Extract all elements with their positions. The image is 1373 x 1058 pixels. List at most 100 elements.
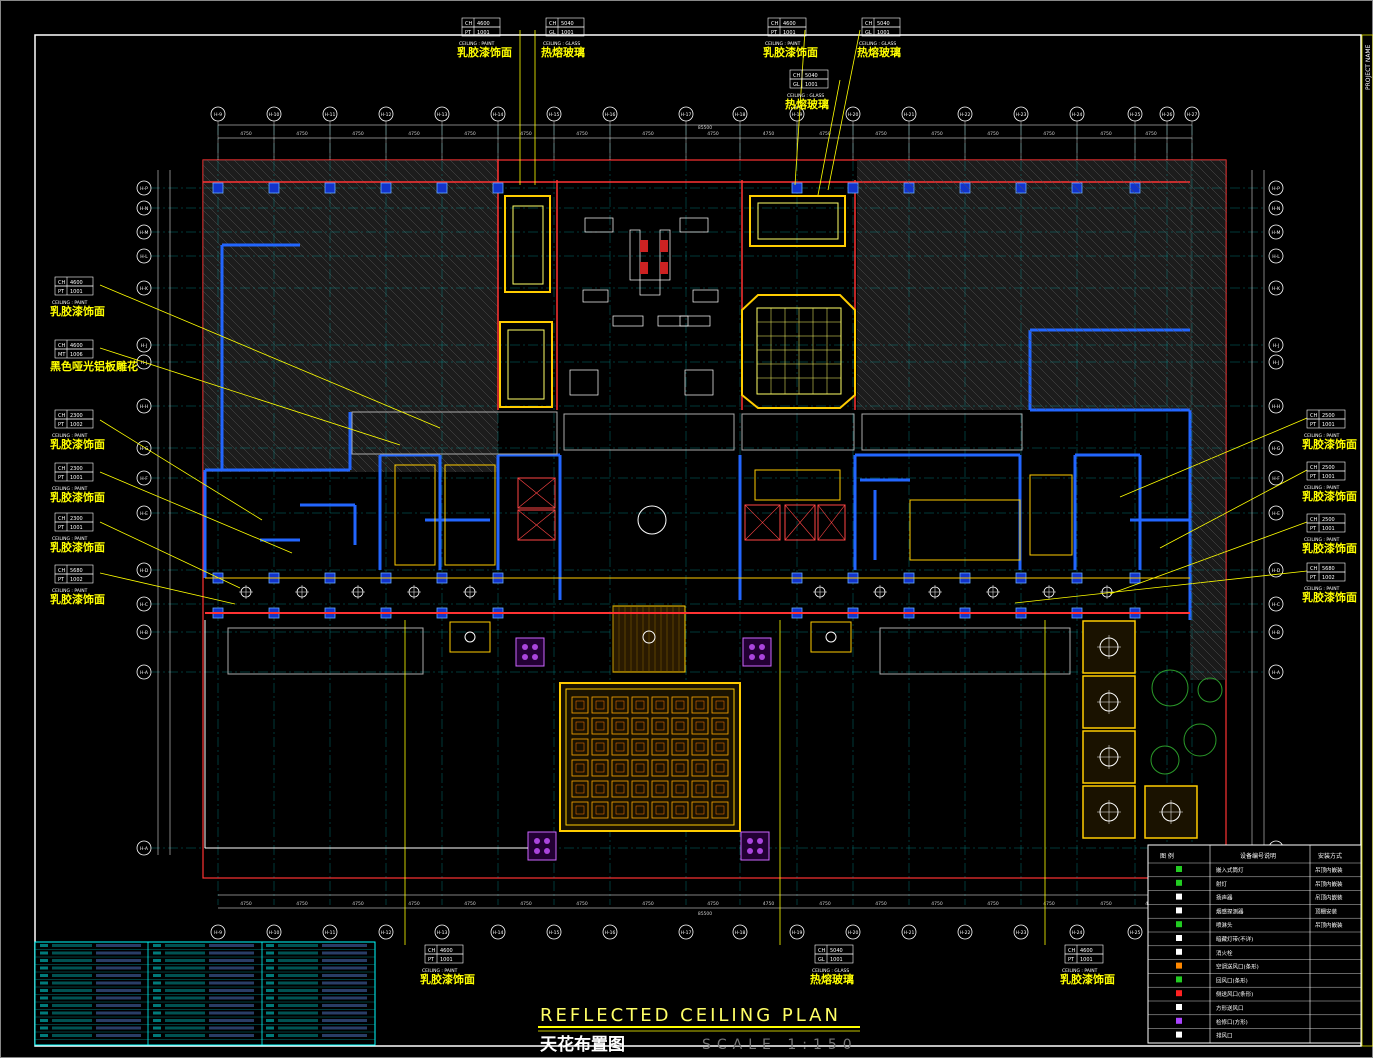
coffer-inner bbox=[615, 763, 625, 773]
legend-symbol bbox=[1176, 1031, 1182, 1038]
coffer bbox=[571, 738, 589, 756]
dim-value: 4750 bbox=[576, 131, 588, 137]
coffer-inner bbox=[635, 700, 645, 710]
legend-desc: 扬声器 bbox=[1216, 894, 1233, 902]
light-box bbox=[449, 621, 491, 653]
tag-spec: CEILING : PAINT bbox=[1304, 433, 1340, 439]
dim-value: 4750 bbox=[352, 131, 364, 137]
tag-material: 乳胶漆饰面 bbox=[1060, 972, 1115, 986]
axis-right-label: H-G bbox=[1272, 446, 1281, 452]
diffuser-vent bbox=[532, 644, 538, 650]
furniture bbox=[629, 229, 641, 281]
index-cell bbox=[153, 966, 161, 970]
index-cell bbox=[266, 1034, 274, 1037]
leader-line bbox=[99, 284, 441, 429]
tag-spec: CEILING : GLASS bbox=[787, 93, 824, 99]
hatch bbox=[260, 160, 498, 398]
axis-bottom-label: H-9 bbox=[214, 930, 222, 936]
index-cell bbox=[96, 996, 141, 1000]
furniture bbox=[639, 279, 661, 296]
dim-value: 4750 bbox=[296, 901, 308, 907]
index-cell bbox=[165, 989, 205, 992]
dim-value: 4750 bbox=[408, 901, 420, 907]
index-cell bbox=[96, 966, 141, 970]
axis-top-label: H-9 bbox=[214, 112, 222, 118]
tag-ch-key: CH bbox=[58, 413, 65, 419]
title-english: REFLECTED CEILING PLAN bbox=[540, 1005, 841, 1026]
hatch bbox=[203, 254, 421, 472]
index-cell bbox=[165, 944, 205, 947]
coffer bbox=[651, 780, 669, 798]
legend-desc: 空调送风口(条形) bbox=[1216, 963, 1259, 971]
tag-code-box bbox=[861, 26, 901, 37]
axis-bottom-circle bbox=[378, 924, 394, 940]
dim-value: 4750 bbox=[763, 901, 775, 907]
tag-code-box bbox=[54, 471, 94, 482]
axis-top-label: H-13 bbox=[437, 112, 448, 118]
legend-symbol bbox=[1176, 879, 1182, 886]
tag-code-box bbox=[1306, 470, 1346, 481]
coffer bbox=[631, 717, 649, 735]
index-cell bbox=[322, 989, 367, 992]
coffer-inner bbox=[635, 742, 645, 752]
coffer bbox=[611, 759, 629, 777]
tag-material: 黑色哑光铝板雕花 bbox=[50, 359, 138, 373]
index-cell bbox=[266, 981, 274, 985]
tag-ch-key: CH bbox=[1310, 413, 1317, 419]
tag-ch-value: 5680 bbox=[1322, 566, 1335, 572]
axis-right-label: H-J bbox=[1273, 343, 1280, 349]
hatch bbox=[278, 160, 498, 380]
hatch bbox=[203, 398, 277, 472]
axis-top-label: H-18 bbox=[735, 112, 746, 118]
downlight bbox=[642, 630, 656, 644]
dim-value: 4750 bbox=[520, 901, 532, 907]
axis-left-circle bbox=[136, 505, 152, 521]
index-cell bbox=[52, 1019, 92, 1022]
axis-left-circle bbox=[136, 280, 152, 296]
coffer-inner bbox=[655, 763, 665, 773]
tag-ch-key: CH bbox=[771, 21, 778, 27]
index-cell bbox=[209, 951, 254, 955]
coffer bbox=[691, 780, 709, 798]
hatch bbox=[404, 160, 498, 254]
hatch bbox=[368, 160, 498, 290]
axis-bottom-circle bbox=[1069, 924, 1085, 940]
coffer bbox=[571, 717, 589, 735]
axis-bottom-label: H-21 bbox=[904, 930, 915, 936]
axis-bottom-circle bbox=[732, 924, 748, 940]
hatch bbox=[957, 160, 1227, 680]
tag-code-value: 1001 bbox=[477, 30, 490, 36]
air-diffuser bbox=[742, 637, 772, 667]
coffer-inner bbox=[655, 805, 665, 815]
column bbox=[1015, 182, 1027, 194]
hatch bbox=[203, 245, 430, 472]
coffer-inner bbox=[675, 742, 685, 752]
hatch bbox=[224, 160, 498, 434]
column bbox=[436, 182, 448, 194]
hatch bbox=[440, 160, 498, 218]
coffer-inner bbox=[595, 763, 605, 773]
index-cell bbox=[165, 981, 205, 985]
dim-overall: 85500 bbox=[698, 911, 712, 917]
dim-value: 4750 bbox=[240, 901, 252, 907]
chair-red bbox=[640, 240, 648, 252]
tag-code-value: 1001 bbox=[1322, 422, 1335, 428]
tag-code-box bbox=[54, 285, 94, 296]
tag-ch-value: 2300 bbox=[70, 466, 83, 472]
elevator-x bbox=[744, 504, 781, 541]
index-cell bbox=[96, 1011, 141, 1015]
hatch bbox=[1002, 160, 1227, 680]
tag-code-key: PT bbox=[58, 422, 65, 428]
coffer bbox=[711, 759, 729, 777]
legend-header-mount: 安装方式 bbox=[1318, 852, 1342, 860]
axis-bottom-circle bbox=[678, 924, 694, 940]
coffer bbox=[571, 801, 589, 819]
tag-spec: CEILING : PAINT bbox=[52, 536, 88, 542]
legend-symbol bbox=[1176, 893, 1182, 900]
coffer-inner bbox=[695, 784, 705, 794]
index-cell bbox=[209, 974, 254, 977]
diffuser-vent bbox=[757, 838, 763, 844]
axis-bottom-label: H-10 bbox=[269, 930, 280, 936]
